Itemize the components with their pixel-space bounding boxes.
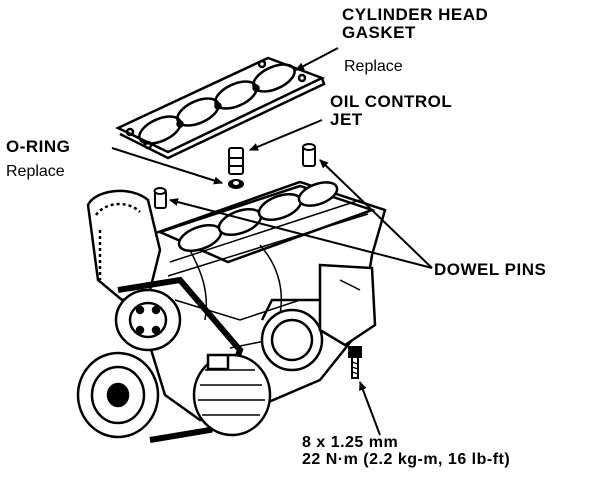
bolt-spec-label: 8 x 1.25 mm 22 N·m (2.2 kg-m, 16 lb-ft)	[302, 434, 510, 469]
dowel-pin-left	[153, 187, 167, 209]
bolt-torque: 22 N·m (2.2 kg-m, 16 lb-ft)	[302, 451, 511, 469]
arrow-o-ring	[111, 147, 223, 185]
o-ring	[228, 179, 244, 189]
arrow-dowel-left	[169, 198, 433, 269]
cylinder-head-gasket-line2: GASKET	[342, 23, 416, 43]
o-ring-label: O-RING	[6, 137, 71, 156]
arrow-bolt	[359, 381, 381, 436]
arrow-dowel-right	[319, 159, 433, 269]
oil-control-jet-label: OIL CONTROL JET	[330, 92, 453, 130]
oil-control-jet-line2: JET	[330, 110, 363, 130]
drive-belt	[117, 276, 244, 443]
leader-arrows	[111, 47, 433, 436]
cylinder-head-gasket	[115, 56, 326, 160]
o-ring-note: Replace	[6, 163, 65, 180]
oil-control-jet	[228, 147, 244, 175]
arrow-gasket	[295, 47, 339, 71]
engine-block	[143, 180, 387, 422]
water-pump-pulley	[114, 288, 182, 352]
crankshaft-pulley	[76, 351, 160, 439]
oil-pan	[318, 263, 377, 347]
cylinder-head-gasket-note: Replace	[344, 58, 403, 75]
bolt-size: 8 x 1.25 mm	[302, 434, 399, 451]
dowel-pin-right	[302, 143, 316, 167]
cylinder-head-gasket-label: CYLINDER HEAD GASKET	[342, 5, 489, 43]
head-bolt	[348, 346, 362, 379]
arrow-oil-jet	[249, 119, 323, 151]
dowel-pins-label: DOWEL PINS	[434, 260, 547, 279]
cylinder-head-gasket-line1: CYLINDER HEAD	[342, 5, 489, 24]
alternator	[192, 353, 272, 437]
oil-control-jet-line1: OIL CONTROL	[330, 92, 453, 111]
